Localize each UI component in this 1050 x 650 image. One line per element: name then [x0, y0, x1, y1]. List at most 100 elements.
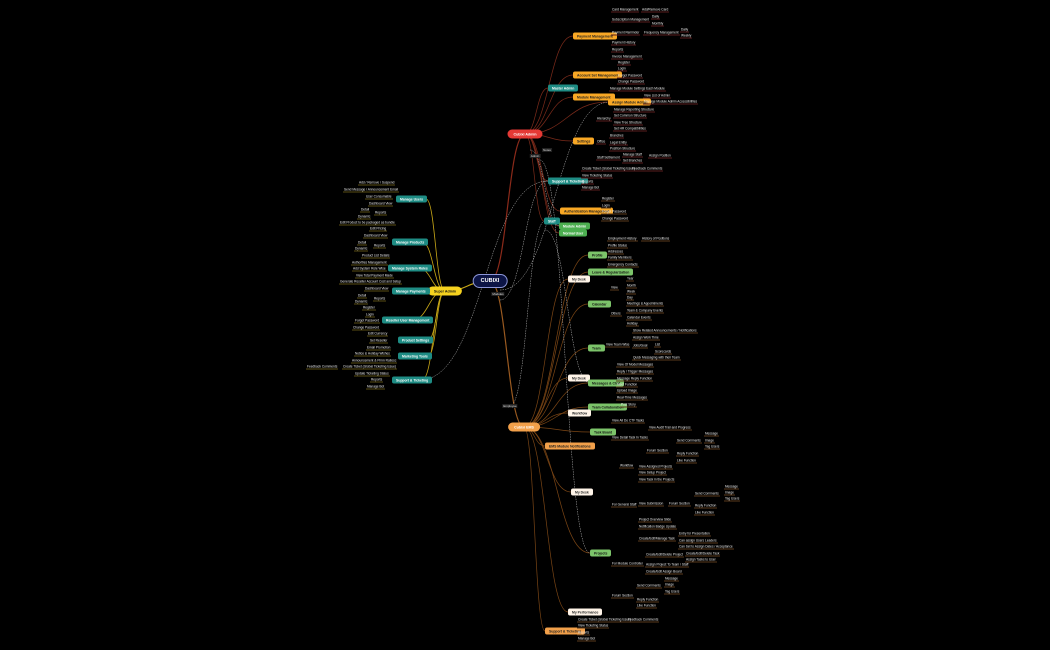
- leaf-node[interactable]: Payment History: [611, 40, 637, 46]
- leaf-node[interactable]: Login: [617, 66, 627, 72]
- leaf-node[interactable]: View Assigned Projects: [638, 464, 674, 470]
- leaf-node[interactable]: Scorecards: [654, 349, 673, 355]
- leaf-node[interactable]: Like Function: [636, 603, 657, 609]
- leaf-node[interactable]: Manage Reporting Structure: [613, 107, 656, 113]
- leaf-node[interactable]: Product List Details: [361, 253, 391, 259]
- leaf-node[interactable]: Real-Time Messages: [616, 395, 648, 401]
- leaf-node[interactable]: Daily: [680, 27, 690, 33]
- leaf-node[interactable]: Position Structure: [609, 146, 637, 152]
- leaf-node[interactable]: Tag Users: [664, 589, 681, 595]
- leaf-node[interactable]: Dynamic: [354, 246, 369, 252]
- branch-node[interactable]: Master Admin: [548, 84, 579, 92]
- leaf-node[interactable]: View Ticketing Status: [581, 173, 614, 179]
- main-branch-ems[interactable]: Cubixi EMS: [508, 422, 540, 432]
- branch-node[interactable]: Team Collaboration: [588, 403, 628, 411]
- branch-node[interactable]: Task Board: [590, 428, 617, 436]
- leaf-node[interactable]: Forum Section: [646, 448, 669, 454]
- leaf-node[interactable]: Send Comments: [676, 438, 702, 444]
- leaf-node[interactable]: Feedback Comments: [306, 364, 339, 370]
- leaf-node[interactable]: Manage Staff: [622, 152, 643, 158]
- leaf-node[interactable]: Holiday: [626, 321, 639, 327]
- leaf-node[interactable]: Image: [724, 490, 735, 496]
- branch-node[interactable]: Team: [588, 344, 605, 352]
- leaf-node[interactable]: Dynamic: [354, 299, 369, 305]
- branch-node[interactable]: Payment Management: [573, 32, 617, 40]
- branch-node[interactable]: Manage Users: [396, 195, 427, 203]
- leaf-node[interactable]: Change Password: [352, 325, 381, 331]
- leaf-node[interactable]: Reports: [373, 296, 387, 302]
- branch-node[interactable]: Manage Products: [392, 238, 429, 246]
- leaf-node[interactable]: Set HR Compatibilities: [613, 126, 647, 132]
- leaf-node[interactable]: Send Message / Announcement Email: [343, 187, 400, 193]
- leaf-node[interactable]: Manage Bot: [577, 636, 597, 642]
- leaf-node[interactable]: Profile Status: [607, 243, 628, 249]
- leaf-node[interactable]: Weekly: [680, 33, 693, 39]
- leaf-node[interactable]: View Team Wise: [605, 342, 631, 348]
- leaf-node[interactable]: Workflow: [619, 463, 635, 469]
- leaf-node[interactable]: View Tree Structure: [613, 120, 643, 126]
- branch-node[interactable]: Profile: [588, 251, 607, 259]
- leaf-node[interactable]: Upload Image: [616, 388, 638, 394]
- leaf-node[interactable]: Monthly: [651, 21, 665, 27]
- leaf-node[interactable]: View All Do CTF Tasks: [611, 418, 646, 424]
- branch-node[interactable]: Reseller User Management: [382, 316, 434, 324]
- leaf-node[interactable]: View List of Admin: [643, 93, 671, 99]
- leaf-node[interactable]: Send Comments: [636, 583, 662, 589]
- leaf-node[interactable]: Emergency Contacts: [607, 262, 639, 268]
- leaf-node[interactable]: Day: [626, 295, 634, 301]
- leaf-node[interactable]: Set Reseller: [369, 338, 389, 344]
- leaf-node[interactable]: Login: [365, 312, 375, 318]
- leaf-node[interactable]: Register: [601, 196, 615, 202]
- leaf-node[interactable]: View Submission: [638, 501, 665, 507]
- branch-node[interactable]: My Desk: [571, 488, 593, 496]
- branch-node[interactable]: Product Settings: [398, 336, 434, 344]
- leaf-node[interactable]: Reply Function: [676, 451, 700, 457]
- leaf-node[interactable]: Meetings & Appointments: [626, 301, 665, 307]
- leaf-node[interactable]: Like Function: [694, 510, 715, 516]
- leaf-node[interactable]: Add / Remove / Suspend: [358, 180, 396, 186]
- leaf-node[interactable]: User Consumable: [365, 194, 393, 200]
- branch-node[interactable]: Settings: [573, 137, 595, 145]
- leaf-node[interactable]: Forgot Password: [601, 209, 628, 215]
- leaf-node[interactable]: Tag Users: [724, 496, 741, 502]
- leaf-node[interactable]: Show Related Announcements / Notificatio…: [632, 328, 698, 334]
- leaf-node[interactable]: Dashboard View: [364, 286, 390, 292]
- leaf-node[interactable]: Create Ticket (Global Ticketing Issue): [342, 364, 397, 370]
- leaf-node[interactable]: Team & Company Events: [626, 308, 664, 314]
- leaf-node[interactable]: Post Story: [620, 402, 637, 408]
- leaf-node[interactable]: Reply Function: [636, 597, 660, 603]
- leaf-node[interactable]: Month: [626, 283, 637, 289]
- leaf-node[interactable]: Reports: [370, 377, 384, 383]
- leaf-node[interactable]: Assign Tasks to User: [685, 557, 717, 563]
- leaf-node[interactable]: Forgot Password: [617, 73, 644, 79]
- leaf-node[interactable]: For Module Controller: [611, 561, 644, 567]
- branch-node[interactable]: My Desk: [568, 275, 590, 283]
- leaf-node[interactable]: Create/Edit/Manage Task: [638, 536, 676, 542]
- leaf-node[interactable]: Detail: [360, 207, 371, 213]
- leaf-node[interactable]: Quick Messaging with their Team: [632, 355, 681, 361]
- leaf-node[interactable]: Notification Badge Update: [638, 524, 678, 530]
- leaf-node[interactable]: Dashboard View: [368, 201, 394, 207]
- branch-node[interactable]: Support & Ticketing: [548, 177, 589, 185]
- leaf-node[interactable]: Feedback Comments: [631, 166, 664, 172]
- leaf-node[interactable]: Manage Bot: [366, 384, 386, 390]
- branch-node[interactable]: Manage Payments: [392, 287, 430, 295]
- leaf-node[interactable]: Week: [626, 289, 637, 295]
- branch-node[interactable]: My Desk: [568, 374, 590, 382]
- branch-node[interactable]: Marketing Tools: [398, 352, 432, 360]
- leaf-node[interactable]: View Ticketing Status: [577, 623, 610, 629]
- leaf-node[interactable]: Generate Reseller Account Cost and Setup: [339, 279, 402, 285]
- branch-node[interactable]: Support & Ticketing: [545, 627, 586, 635]
- leaf-node[interactable]: Entry for Presentation: [678, 531, 711, 537]
- leaf-node[interactable]: Assign Work Time: [632, 335, 660, 341]
- leaf-node[interactable]: Email Promotion: [366, 345, 392, 351]
- leaf-node[interactable]: Invoice Management: [611, 54, 643, 60]
- leaf-node[interactable]: Payment Reminder: [611, 30, 641, 36]
- branch-node[interactable]: Module Management: [573, 93, 615, 101]
- leaf-node[interactable]: Update Ticketing Status: [354, 371, 390, 377]
- branch-node[interactable]: Authentication Management: [560, 207, 614, 215]
- leaf-node[interactable]: Tag Users: [704, 444, 721, 450]
- leaf-node[interactable]: Notice & Holiday Wishes: [354, 351, 391, 357]
- leaf-node[interactable]: Message: [664, 576, 679, 582]
